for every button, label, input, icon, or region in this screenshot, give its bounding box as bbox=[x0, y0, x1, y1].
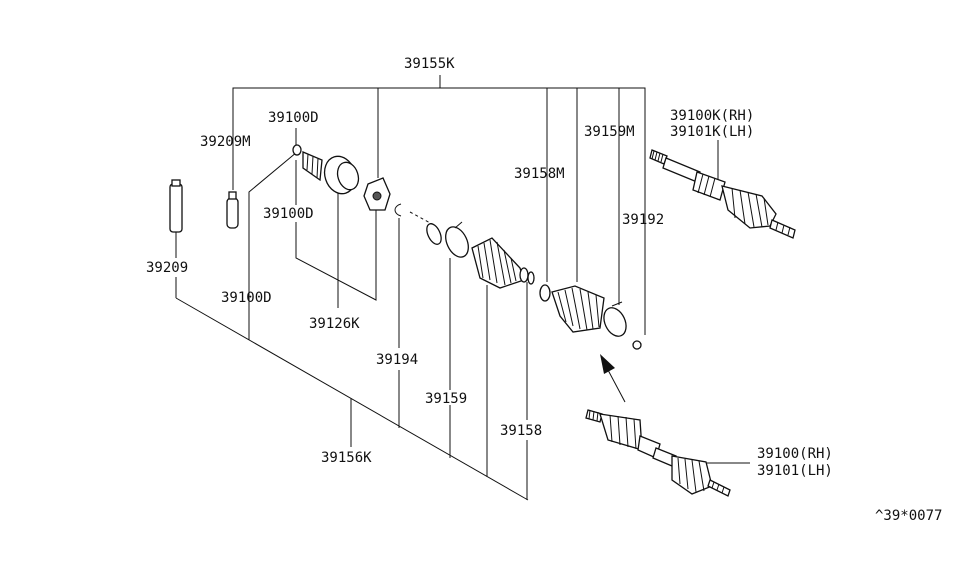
label-39101-lh: 39101(LH) bbox=[757, 463, 833, 479]
label-39101k-lh: 39101K(LH) bbox=[670, 124, 754, 140]
reference-code: ^39*0077 bbox=[875, 508, 942, 524]
part-39209m bbox=[226, 191, 239, 229]
part-ball bbox=[292, 144, 302, 156]
part-circlip bbox=[426, 223, 442, 245]
label-39156k: 39156K bbox=[321, 450, 372, 466]
label-39209: 39209 bbox=[146, 260, 188, 276]
label-39100k-rh: 39100K(RH) bbox=[670, 108, 754, 124]
part-outer-boot bbox=[539, 284, 605, 333]
label-39158: 39158 bbox=[500, 423, 542, 439]
label-39192: 39192 bbox=[622, 212, 664, 228]
part-39209 bbox=[169, 179, 183, 233]
part-band-39159 bbox=[445, 221, 469, 258]
label-39126k: 39126K bbox=[309, 316, 360, 332]
label-39155k: 39155K bbox=[404, 56, 455, 72]
part-39192 bbox=[632, 340, 642, 350]
label-39100-rh: 39100(RH) bbox=[757, 446, 833, 462]
part-spider bbox=[363, 177, 391, 211]
part-tripod-joint bbox=[302, 151, 360, 195]
label-39159m: 39159M bbox=[584, 124, 635, 140]
leader-lines bbox=[175, 75, 750, 501]
label-39209m: 39209M bbox=[200, 134, 251, 150]
part-snap-ring bbox=[394, 203, 402, 217]
arrow-icon bbox=[600, 354, 626, 403]
label-39159: 39159 bbox=[425, 391, 467, 407]
part-band-39159m bbox=[603, 301, 627, 337]
label-39194: 39194 bbox=[376, 352, 418, 368]
label-39100d-top: 39100D bbox=[268, 110, 319, 126]
label-39158m: 39158M bbox=[514, 166, 565, 182]
part-inner-boot bbox=[471, 237, 535, 289]
label-39100d-mid: 39100D bbox=[263, 206, 314, 222]
drive-shaft-assembly-lower bbox=[585, 409, 731, 497]
drive-shaft-assembly-upper bbox=[649, 149, 796, 239]
part-labels: 39155K 39100D 39209M 39100D 39209 39100D… bbox=[146, 56, 942, 524]
label-39100d-low: 39100D bbox=[221, 290, 272, 306]
